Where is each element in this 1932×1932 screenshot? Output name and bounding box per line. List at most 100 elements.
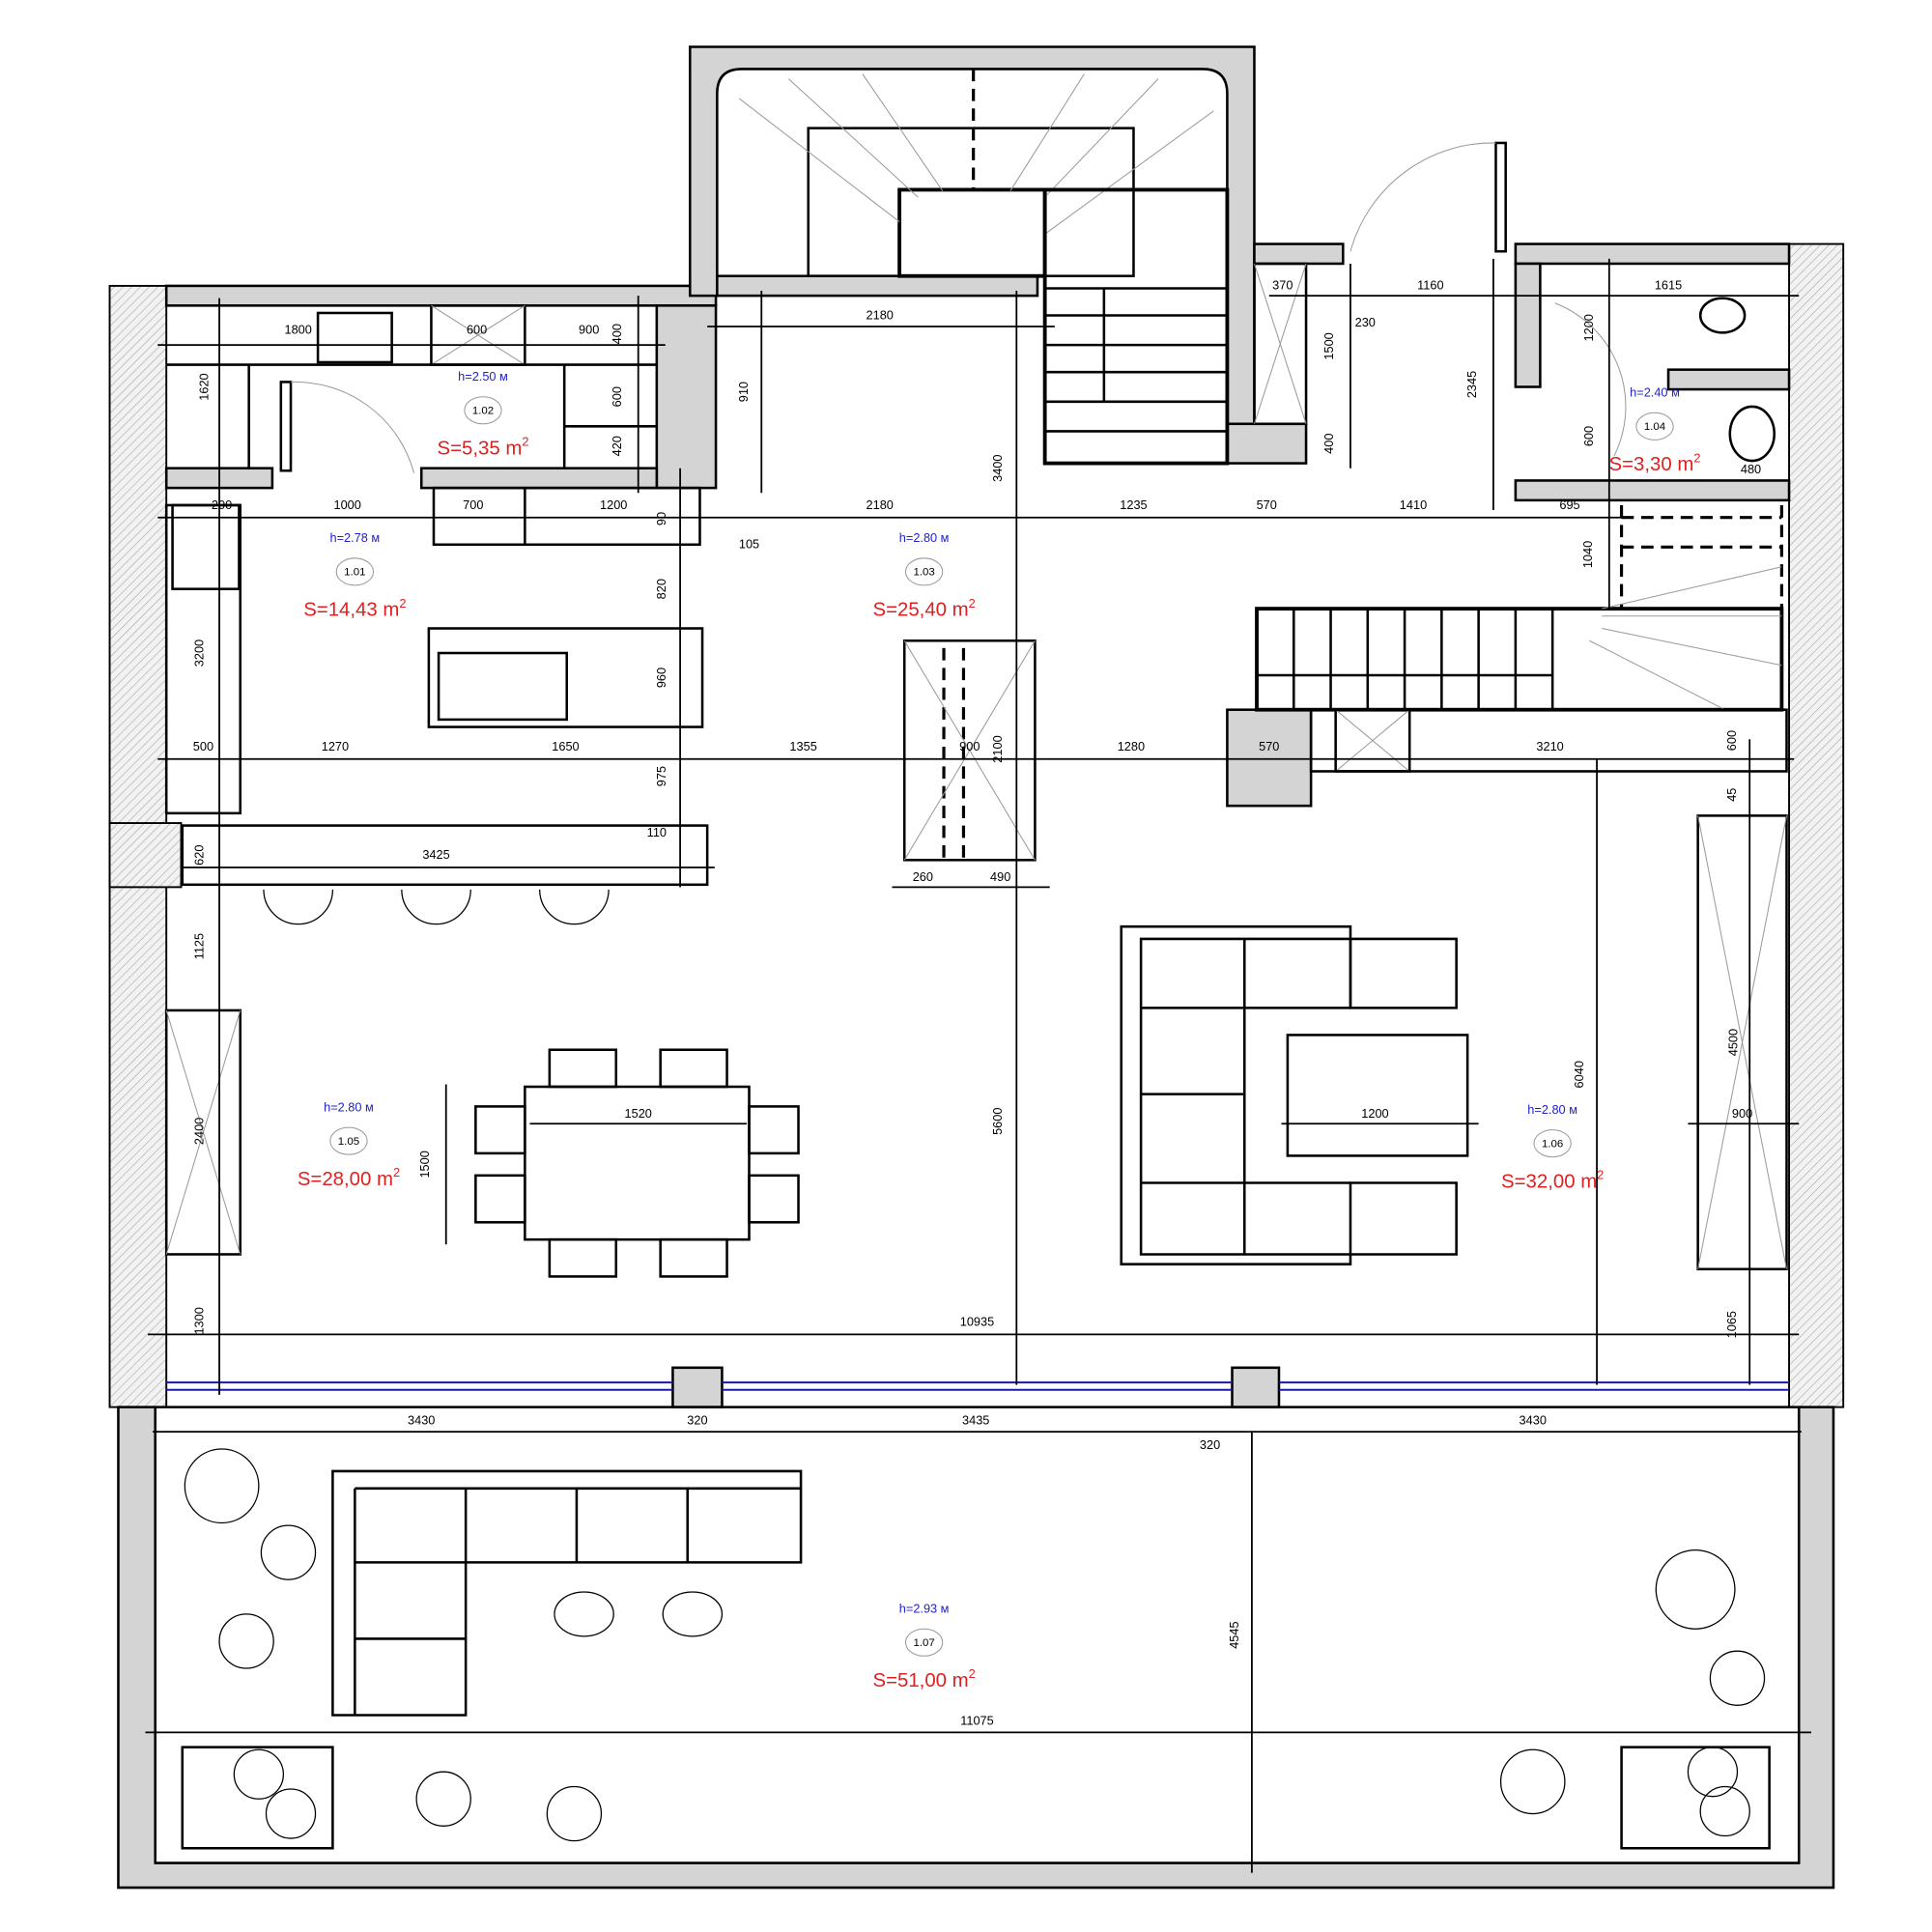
room-area-value: S=3,30 m	[1609, 454, 1694, 475]
dimension-label: 1615	[1655, 278, 1682, 293]
room-area: S=5,35 m2	[438, 435, 529, 460]
dimension-label: 695	[1559, 497, 1579, 512]
terrace-parapet	[117, 1406, 1835, 1889]
north-wall-bath	[1514, 242, 1791, 266]
room-area: S=32,00 m2	[1501, 1168, 1604, 1193]
dimension-label: 10935	[960, 1314, 994, 1328]
dimension-label: 500	[193, 739, 213, 753]
dimension-label-vertical: 4545	[1227, 1621, 1241, 1648]
dimension-label: 2180	[867, 497, 894, 512]
dimension-label: 1650	[552, 739, 579, 753]
dimension-label: 11075	[960, 1714, 994, 1728]
plant-icons	[184, 1448, 1766, 1842]
dimension-label: 1160	[1417, 278, 1443, 293]
dimension-label-vertical: 1040	[1580, 541, 1595, 568]
room-area-unit-exponent: 2	[399, 596, 406, 611]
column-living	[1226, 708, 1313, 808]
bar-stools	[263, 889, 610, 925]
column-window-1	[671, 1366, 724, 1408]
dimension-lines	[145, 258, 1811, 1873]
dimension-label-vertical: 600	[1724, 730, 1739, 751]
column-stair	[1226, 422, 1308, 465]
dimension-label: 3435	[962, 1412, 989, 1427]
cooktop-icon	[437, 651, 569, 722]
dimension-label-vertical: 620	[191, 845, 206, 866]
room-area-value: S=25,40 m	[872, 600, 968, 621]
dimension-label: 370	[1272, 278, 1293, 293]
room-height: h=2.40 м	[1630, 385, 1680, 400]
entry-and-bath	[1253, 141, 1776, 463]
room-area: S=51,00 m2	[872, 1666, 975, 1691]
dimension-label: 1200	[600, 497, 627, 512]
dimension-label: 2180	[867, 307, 894, 322]
dimension-label: 1000	[334, 497, 361, 512]
dimension-label: 230	[1355, 315, 1376, 329]
dimension-label-vertical: 820	[654, 579, 668, 599]
dimension-label-vertical: 90	[654, 512, 668, 526]
planter	[181, 1746, 334, 1850]
room-1.01: h=2.78 м1.01S=14,43 m2	[303, 530, 406, 621]
sink-icon	[316, 311, 393, 364]
room-height: h=2.50 м	[458, 369, 508, 384]
dimension-label: 320	[1200, 1437, 1220, 1452]
terrace-furniture	[181, 1448, 1771, 1850]
room-height: h=2.80 м	[1527, 1102, 1577, 1117]
dimension-label: 1270	[322, 739, 349, 753]
north-wall-kitchen	[164, 284, 718, 307]
dimension-label: 1235	[1120, 497, 1147, 512]
dimension-label-vertical: 1065	[1724, 1311, 1739, 1338]
dimension-label-vertical: 600	[1581, 426, 1596, 446]
room-height: h=2.93 м	[899, 1602, 950, 1616]
dimension-label-vertical: 910	[736, 382, 751, 402]
dimension-label: 900	[579, 323, 599, 337]
room-number-badge	[329, 1126, 368, 1155]
kitchen-pantry-wall-right	[655, 304, 718, 490]
room-area: S=3,30 m2	[1609, 450, 1701, 475]
dimension-label-vertical: 975	[654, 766, 668, 786]
dimension-label: 700	[463, 497, 483, 512]
room-number-badge	[904, 557, 944, 586]
dimension-label: 1520	[625, 1106, 652, 1121]
room-area-value: S=28,00 m	[298, 1169, 393, 1190]
east-wall	[1788, 242, 1845, 1408]
dimension-label: 900	[959, 739, 980, 753]
dimension-label: 110	[647, 825, 667, 839]
room-number: 1.05	[338, 1136, 359, 1148]
room-number-badge	[904, 1628, 944, 1657]
dimension-label-vertical: 45	[1724, 788, 1739, 802]
room-number: 1.01	[344, 567, 365, 579]
dimension-label: 1800	[284, 323, 311, 337]
dimension-label-vertical: 2400	[191, 1118, 206, 1145]
room-1.05: h=2.80 м 1.05S=28,00 m2	[298, 1100, 400, 1191]
dimension-label-vertical: 1200	[1581, 314, 1596, 341]
dimension-label-vertical: 6040	[1572, 1061, 1586, 1088]
dimension-label-vertical: 4500	[1725, 1029, 1740, 1056]
wall-stub-west	[108, 822, 183, 889]
column-window-2	[1231, 1366, 1281, 1408]
kitchen-furniture	[164, 304, 709, 1256]
room-1.06: h=2.80 м 1.06S=32,00 m2	[1501, 1102, 1604, 1193]
room-number: 1.02	[472, 406, 494, 417]
room-area-unit-exponent: 2	[969, 596, 976, 611]
room-height: h=2.80 м	[324, 1100, 374, 1115]
room-area: S=28,00 m2	[298, 1165, 400, 1190]
dimension-label-vertical: 1500	[1321, 332, 1336, 359]
dimension-label: 3425	[422, 847, 449, 862]
dimension-label: 320	[687, 1412, 707, 1427]
room-number: 1.04	[1644, 421, 1666, 433]
room-number-badge	[1635, 412, 1674, 440]
dimension-label: 570	[1257, 497, 1277, 512]
room-1.03: h=2.80 м1.03S=25,40 m2	[872, 530, 975, 621]
washbasin-icon	[1728, 405, 1776, 463]
windows	[166, 1381, 1790, 1391]
dimension-label: 480	[1741, 462, 1761, 476]
dimension-label-vertical: 3400	[990, 455, 1005, 482]
dimension-label: 490	[990, 869, 1010, 884]
room-number-badge	[335, 557, 374, 586]
dimension-label: 1355	[789, 739, 816, 753]
dimension-label-vertical: 1500	[417, 1151, 432, 1178]
dimension-label-vertical: 400	[1321, 434, 1336, 454]
room-number: 1.06	[1542, 1139, 1563, 1151]
